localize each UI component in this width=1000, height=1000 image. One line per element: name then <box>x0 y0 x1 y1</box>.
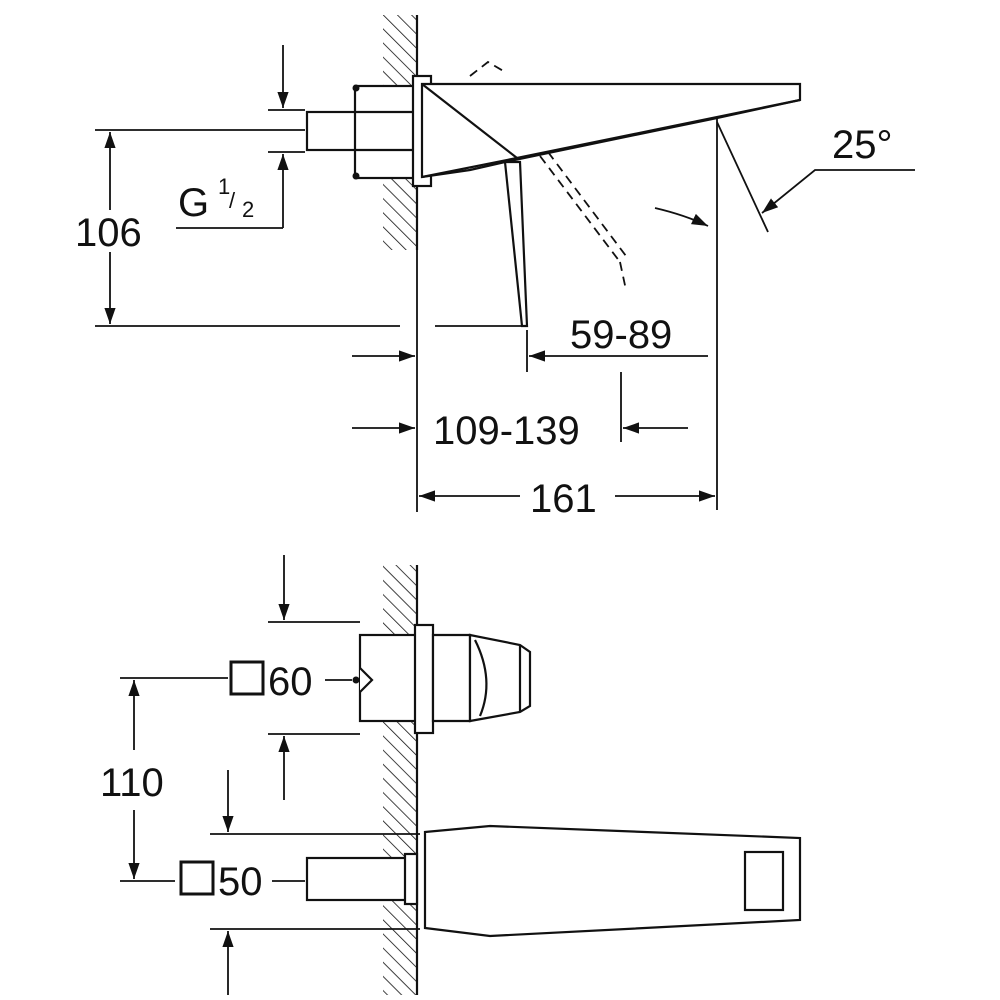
label-square-50: 50 <box>218 860 263 904</box>
label-161: 161 <box>530 477 597 521</box>
dim-110-lines <box>120 677 228 882</box>
dim-angle-lines <box>654 118 915 510</box>
label-109-139: 109-139 <box>433 409 580 453</box>
label-angle: 25° <box>832 123 893 167</box>
label-59-89: 59-89 <box>570 313 672 357</box>
lever-dashed <box>469 60 627 291</box>
wall-top <box>383 565 419 995</box>
label-square-60: 60 <box>268 660 313 704</box>
top-view <box>120 555 802 995</box>
spout-side <box>420 82 802 328</box>
dim-59-89-lines <box>526 330 708 372</box>
dim-thread-lines <box>176 45 305 229</box>
label-thread-num: 1 <box>218 174 230 199</box>
label-thread-slash: / <box>229 188 236 213</box>
dim-60-lines <box>229 555 360 800</box>
dim-50-lines <box>179 770 420 995</box>
spout-top <box>305 824 802 938</box>
label-thread-den: 2 <box>242 197 254 222</box>
dim-109-139-lines <box>352 250 688 512</box>
dim-106-lines <box>95 129 522 327</box>
label-110: 110 <box>100 761 164 805</box>
connection-body-side <box>305 74 433 188</box>
handle-top <box>352 623 532 735</box>
label-thread-g: G <box>178 181 209 225</box>
label-106: 106 <box>75 211 142 255</box>
side-view <box>95 15 915 512</box>
